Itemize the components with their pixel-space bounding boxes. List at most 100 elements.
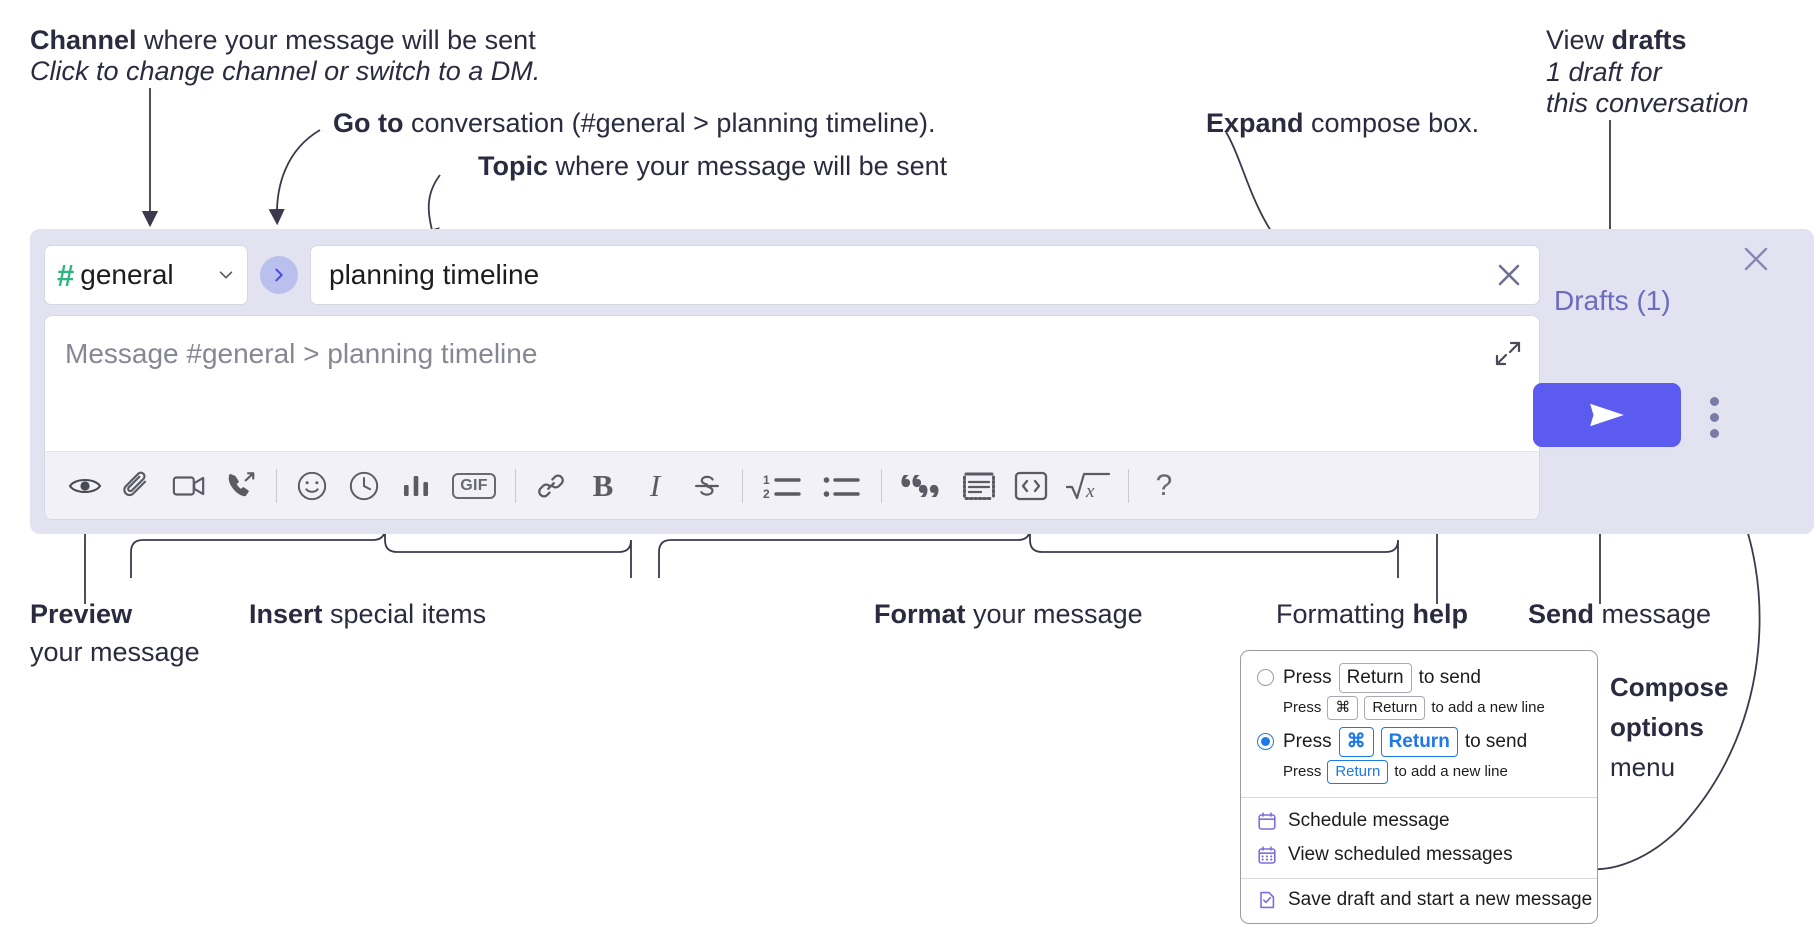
option1-sub-prefix: Press <box>1283 699 1322 717</box>
close-icon[interactable] <box>1740 243 1772 275</box>
video-camera-icon[interactable] <box>163 460 215 512</box>
clock-icon[interactable] <box>338 460 390 512</box>
radio-return-to-send[interactable] <box>1257 669 1274 687</box>
annotation-compose-options-line3-text: menu <box>1610 752 1676 782</box>
kebab-dot <box>1709 412 1719 422</box>
go-to-conversation-button[interactable] <box>260 256 298 294</box>
svg-text:x: x <box>1085 481 1095 502</box>
svg-text:2: 2 <box>763 487 770 501</box>
expand-icon[interactable] <box>1493 338 1523 368</box>
latex-icon[interactable]: x <box>1057 460 1119 512</box>
drafts-link[interactable]: Drafts (1) <box>1554 285 1671 317</box>
paperclip-icon[interactable] <box>111 460 163 512</box>
annotation-goto-rest: conversation (#general > planning timeli… <box>403 108 936 138</box>
topic-input[interactable]: planning timeline <box>310 245 1540 305</box>
divider <box>1241 796 1597 798</box>
annotation-compose-options-line2-text: options <box>1610 712 1704 742</box>
annotation-drafts-line2: 1 draft for <box>1546 56 1662 89</box>
annotation-channel-rest: where your message will be sent <box>136 25 536 55</box>
option2-suffix: to send <box>1464 730 1528 752</box>
annotation-channel-bold: Channel <box>30 25 137 55</box>
compose-inner: # general planning timeline Message #gen… <box>44 243 1540 520</box>
annotation-help-bold: help <box>1412 599 1469 629</box>
divider <box>881 468 882 503</box>
blockquote-icon[interactable] <box>891 460 953 512</box>
annotation-compose-options-line1-text: Compose <box>1610 672 1729 702</box>
help-icon[interactable]: ? <box>1138 460 1190 512</box>
document-check-icon <box>1257 890 1277 910</box>
compose-options-menu: Press Return to send Press ⌘ Return to a… <box>1240 650 1598 924</box>
annotation-goto-bold: Go to <box>333 108 404 138</box>
option2-subtext: Press Return to add a new line <box>1241 759 1597 789</box>
calendar-clock-icon <box>1257 811 1277 831</box>
link-icon[interactable] <box>525 460 577 512</box>
annotation-compose-options-line1: Compose <box>1610 672 1728 704</box>
close-icon[interactable] <box>1493 259 1525 291</box>
annotation-preview: Preview <box>30 598 132 631</box>
topic-value: planning timeline <box>329 259 540 290</box>
menu-option-return-to-send[interactable]: Press Return to send <box>1241 661 1597 695</box>
annotation-drafts-line3: this conversation <box>1546 87 1749 120</box>
preview-icon[interactable] <box>59 460 111 512</box>
ordered-list-icon[interactable]: 1 2 <box>752 460 812 512</box>
annotation-preview-bold: Preview <box>30 599 133 629</box>
key-return: Return <box>1327 759 1389 784</box>
menu-option-cmd-return-to-send[interactable]: Press ⌘ Return to send <box>1241 725 1597 759</box>
annotation-format-rest: your message <box>965 599 1143 629</box>
annotation-drafts-line1: View drafts <box>1546 24 1687 57</box>
bold-icon[interactable]: B <box>577 460 629 512</box>
svg-text:1: 1 <box>763 473 770 487</box>
gif-icon[interactable]: GIF <box>442 460 506 512</box>
annotation-topic-rest: where your message will be sent <box>548 151 948 181</box>
option2-sub-prefix: Press <box>1283 763 1322 781</box>
annotation-format-bold: Format <box>874 599 966 629</box>
annotation-send-rest: message <box>1594 599 1712 629</box>
annotation-compose-options-line2: options <box>1610 712 1704 744</box>
key-return: Return <box>1338 663 1412 693</box>
divider <box>742 468 743 503</box>
annotation-drafts-plain: View <box>1546 25 1612 55</box>
radio-cmd-return-to-send[interactable] <box>1257 733 1274 751</box>
option1-text: Press Return to send <box>1283 663 1481 693</box>
annotation-send-bold: Send <box>1528 599 1595 629</box>
emoji-icon[interactable] <box>286 460 338 512</box>
menu-item-schedule-message[interactable]: Schedule message <box>1241 804 1597 838</box>
compose-options-menu-button[interactable] <box>1702 389 1726 445</box>
compose-widget: # general planning timeline Message #gen… <box>30 229 1814 534</box>
send-button[interactable] <box>1533 383 1681 447</box>
menu-item-label: View scheduled messages <box>1288 843 1513 865</box>
annotation-expand: Expand compose box. <box>1206 107 1479 140</box>
calendar-grid-icon <box>1257 845 1277 865</box>
option2-prefix: Press <box>1283 730 1332 752</box>
annotation-compose-options-line3: menu <box>1610 752 1675 784</box>
annotation-preview-line2: your message <box>30 636 200 669</box>
strikethrough-icon[interactable] <box>681 460 733 512</box>
formatting-toolbar: GIF B I <box>45 451 1539 519</box>
annotation-insert-bold: Insert <box>249 599 323 629</box>
annotation-help-plain: Formatting <box>1276 599 1413 629</box>
phone-forward-icon[interactable] <box>215 460 267 512</box>
poll-icon[interactable] <box>390 460 442 512</box>
message-input-box[interactable]: Message #general > planning timeline <box>44 315 1540 520</box>
menu-item-view-scheduled-messages[interactable]: View scheduled messages <box>1241 838 1597 872</box>
annotation-goto: Go to conversation (#general > planning … <box>333 107 936 140</box>
annotation-drafts-bold: drafts <box>1611 25 1687 55</box>
bold-label: B <box>592 467 614 503</box>
italic-icon[interactable]: I <box>629 460 681 512</box>
annotation-expand-rest: compose box. <box>1303 108 1480 138</box>
annotation-channel: Channel where your message will be sent <box>30 24 536 57</box>
key-return: Return <box>1364 695 1426 720</box>
menu-item-label: Schedule message <box>1288 809 1450 831</box>
option1-subtext: Press ⌘ Return to add a new line <box>1241 695 1597 725</box>
code-block-icon[interactable] <box>953 460 1005 512</box>
annotation-drafts-line2-text: 1 draft for <box>1546 57 1662 87</box>
bulleted-list-icon[interactable] <box>812 460 872 512</box>
inline-code-icon[interactable] <box>1005 460 1057 512</box>
channel-selector[interactable]: # general <box>44 245 248 305</box>
key-command: ⌘ <box>1338 726 1374 757</box>
annotation-topic: Topic where your message will be sent <box>478 150 947 183</box>
annotation-channel-italic: Click to change channel or switch to a D… <box>30 56 541 86</box>
menu-item-save-draft[interactable]: Save draft and start a new message <box>1241 883 1597 917</box>
annotation-insert-rest: special items <box>322 599 487 629</box>
option1-prefix: Press <box>1283 666 1332 688</box>
